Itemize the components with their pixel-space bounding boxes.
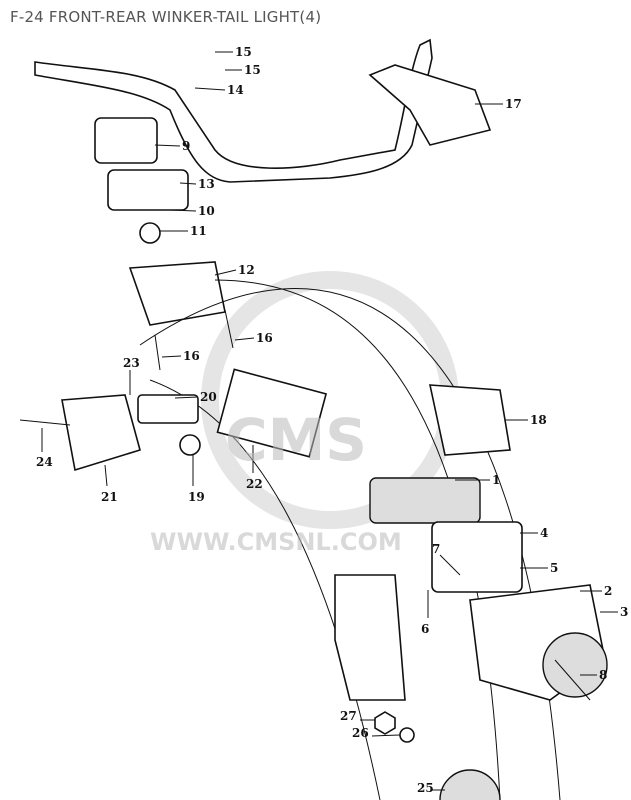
tail-light-case: [369, 477, 481, 524]
callout-label: 3: [620, 605, 628, 619]
rear-winker-left: [61, 394, 141, 472]
callout-label: 22: [246, 477, 263, 491]
callout-label: 2: [604, 584, 612, 598]
callout-label: 26: [352, 726, 369, 740]
callout-label: 27: [340, 709, 357, 723]
bracket: [137, 394, 199, 424]
callout-label: 17: [505, 97, 522, 111]
winker-lens: [128, 261, 226, 326]
front-winker-left: [94, 117, 158, 164]
nut: [374, 711, 396, 735]
watermark-url: WWW.CMSNL.COM: [150, 528, 402, 556]
tail-light-base: [431, 521, 523, 593]
callout-label: 9: [182, 139, 190, 153]
reflector: [439, 769, 501, 800]
callout-labels: 15 15 14 17 9 13 10 11 12 16 16 23 20 18…: [36, 45, 628, 795]
callout-label: 12: [238, 263, 255, 277]
washer: [399, 727, 415, 743]
callout-label: 6: [421, 622, 429, 636]
callout-label: 20: [200, 390, 217, 404]
socket: [179, 434, 201, 456]
handlebar: [34, 38, 433, 183]
bulb: [139, 222, 161, 244]
mount-plate: [334, 574, 406, 701]
callout-label: 14: [227, 83, 244, 97]
callout-label: 23: [123, 356, 140, 370]
callout-label: 21: [101, 490, 118, 504]
license-bracket: [216, 368, 328, 458]
callout-label: 5: [550, 561, 558, 575]
watermark-logo: CMS: [225, 406, 367, 474]
callout-leaders: [41, 51, 618, 791]
callout-label: 10: [198, 204, 215, 218]
diagram-title: F-24 FRONT-REAR WINKER-TAIL LIGHT(4): [10, 8, 322, 26]
callout-label: 11: [190, 224, 207, 238]
callout-label: 18: [530, 413, 547, 427]
callout-label: 15: [235, 45, 252, 59]
callout-label: 15: [244, 63, 261, 77]
callout-label: 19: [188, 490, 205, 504]
callout-label: 25: [417, 781, 434, 795]
front-winker-right: [368, 64, 492, 146]
callout-label: 16: [183, 349, 200, 363]
callout-label: 1: [492, 473, 500, 487]
callout-label: 7: [432, 542, 440, 556]
reflector-lens: [542, 632, 608, 698]
callout-label: 13: [198, 177, 215, 191]
rear-winker-right: [428, 384, 511, 456]
callout-label: 16: [256, 331, 273, 345]
watermark: CMS WWW.CMSNL.COM: [150, 406, 402, 556]
callout-label: 24: [36, 455, 53, 469]
callout-label: 4: [540, 526, 548, 540]
callout-label: 8: [599, 668, 607, 682]
winker-gasket: [107, 169, 189, 211]
